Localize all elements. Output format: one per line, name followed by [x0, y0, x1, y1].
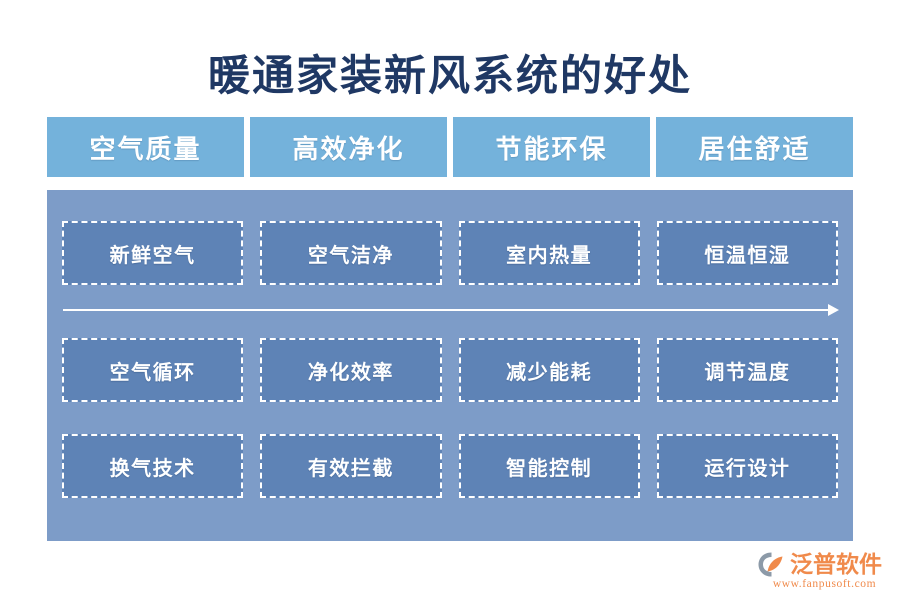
fanpu-swoosh-icon: [758, 552, 783, 577]
benefit-card-label: 新鲜空气: [109, 244, 196, 267]
benefit-card-label: 空气洁净: [307, 244, 394, 267]
arrow-line: [63, 309, 833, 311]
benefit-card-indoor-heat[interactable]: 室内热量: [458, 221, 640, 285]
benefit-card-label: 恒温恒湿: [704, 244, 791, 267]
benefit-card-label: 减少能耗: [506, 361, 593, 384]
benefit-card-clean-air[interactable]: 空气洁净: [260, 221, 442, 285]
tab-label: 居住舒适: [698, 134, 811, 164]
benefit-card-label: 智能控制: [506, 457, 593, 480]
arrow-right-icon: [63, 304, 839, 316]
tab-label: 节能环保: [495, 134, 608, 164]
benefit-card-purification-efficiency[interactable]: 净化效率: [260, 338, 442, 402]
tab-label: 高效净化: [292, 134, 405, 164]
benefit-card-label: 有效拦截: [307, 457, 394, 480]
logo-company-name: 泛普软件: [790, 552, 882, 577]
tab-air-quality[interactable]: 空气质量: [47, 117, 244, 177]
benefit-card-ventilation-tech[interactable]: 换气技术: [62, 434, 244, 498]
page-title: 暖通家装新风系统的好处: [207, 54, 692, 100]
benefit-card-label: 净化效率: [307, 361, 394, 384]
content-panel: 新鲜空气 空气洁净 室内热量 恒温恒湿 空气循环 净化效率: [47, 190, 853, 541]
benefit-card-operation-design[interactable]: 运行设计: [656, 434, 838, 498]
tab-living-comfort[interactable]: 居住舒适: [656, 117, 853, 177]
category-tab-row: 空气质量 高效净化 节能环保 居住舒适: [47, 117, 853, 177]
benefit-card-label: 调节温度: [704, 361, 791, 384]
benefit-card-label: 换气技术: [109, 457, 196, 480]
benefit-row-1: 新鲜空气 空气洁净 室内热量 恒温恒湿: [62, 221, 838, 285]
logo-website-url: www.fanpusoft.com: [772, 577, 877, 590]
brand-logo[interactable]: 泛普软件 www.fanpusoft.com: [757, 548, 892, 592]
benefit-row-3: 换气技术 有效拦截 智能控制 运行设计: [62, 434, 838, 498]
tab-label: 空气质量: [89, 134, 202, 164]
benefit-card-label: 运行设计: [704, 457, 791, 480]
benefit-card-constant-temp-humidity[interactable]: 恒温恒湿: [656, 221, 838, 285]
benefit-card-label: 室内热量: [506, 244, 593, 267]
benefit-row-2: 空气循环 净化效率 减少能耗 调节温度: [62, 338, 838, 402]
benefit-card-effective-interception[interactable]: 有效拦截: [260, 434, 442, 498]
benefit-card-label: 空气循环: [109, 361, 196, 384]
tab-energy-saving[interactable]: 节能环保: [453, 117, 650, 177]
benefit-card-fresh-air[interactable]: 新鲜空气: [62, 221, 244, 285]
arrow-head: [828, 304, 839, 316]
benefit-card-reduce-energy[interactable]: 减少能耗: [458, 338, 640, 402]
tab-high-efficiency-purification[interactable]: 高效净化: [250, 117, 447, 177]
benefit-card-adjust-temperature[interactable]: 调节温度: [656, 338, 838, 402]
benefit-card-smart-control[interactable]: 智能控制: [458, 434, 640, 498]
logo-top-row: 泛普软件: [757, 551, 892, 579]
benefit-card-air-circulation[interactable]: 空气循环: [62, 338, 244, 402]
